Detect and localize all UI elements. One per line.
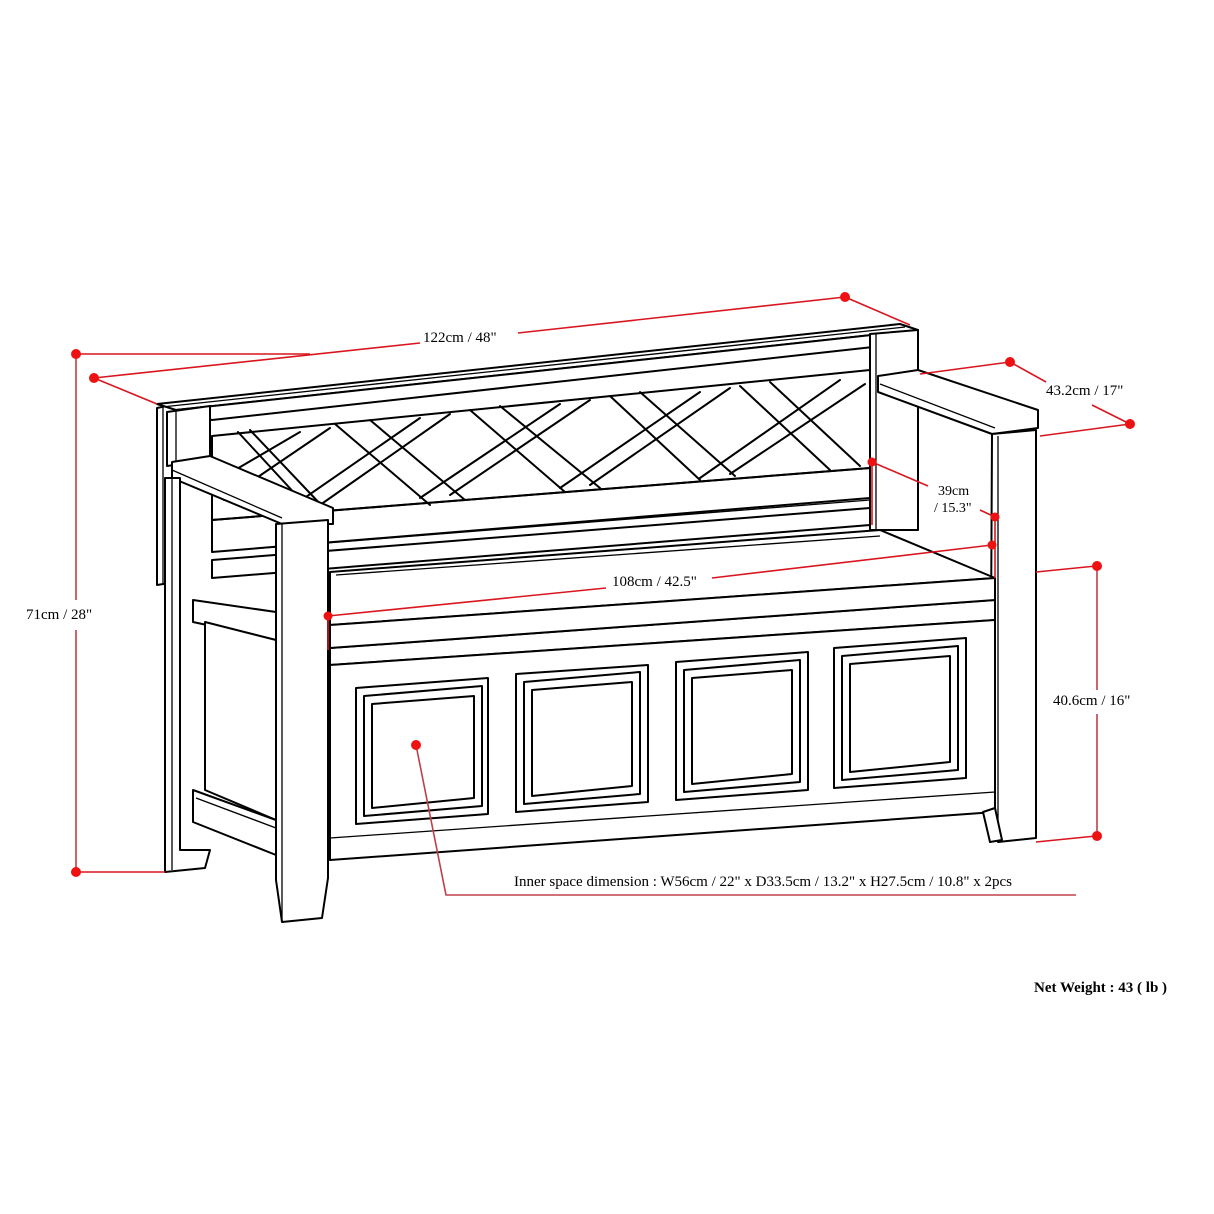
dimension-lines: [71, 292, 1135, 896]
seat-height-label: 40.6cm / 16": [1053, 693, 1131, 709]
front-panels: [355, 637, 967, 825]
overall-depth-label: 43.2cm / 17": [1046, 383, 1124, 399]
seat-width-label: 108cm / 42.5": [612, 574, 697, 590]
overall-height-label: 71cm / 28": [26, 607, 93, 623]
seat-depth-label-line1: 39cm: [938, 484, 970, 499]
overall-width-label: 122cm / 48": [423, 330, 497, 346]
bench-illustration: [156, 323, 1039, 923]
inner-space-dimension-label: Inner space dimension : W56cm / 22" x D3…: [514, 874, 1013, 890]
seat-depth-label-line2: / 15.3": [934, 501, 972, 516]
net-weight-label: Net Weight : 43 ( lb ): [1034, 980, 1168, 996]
